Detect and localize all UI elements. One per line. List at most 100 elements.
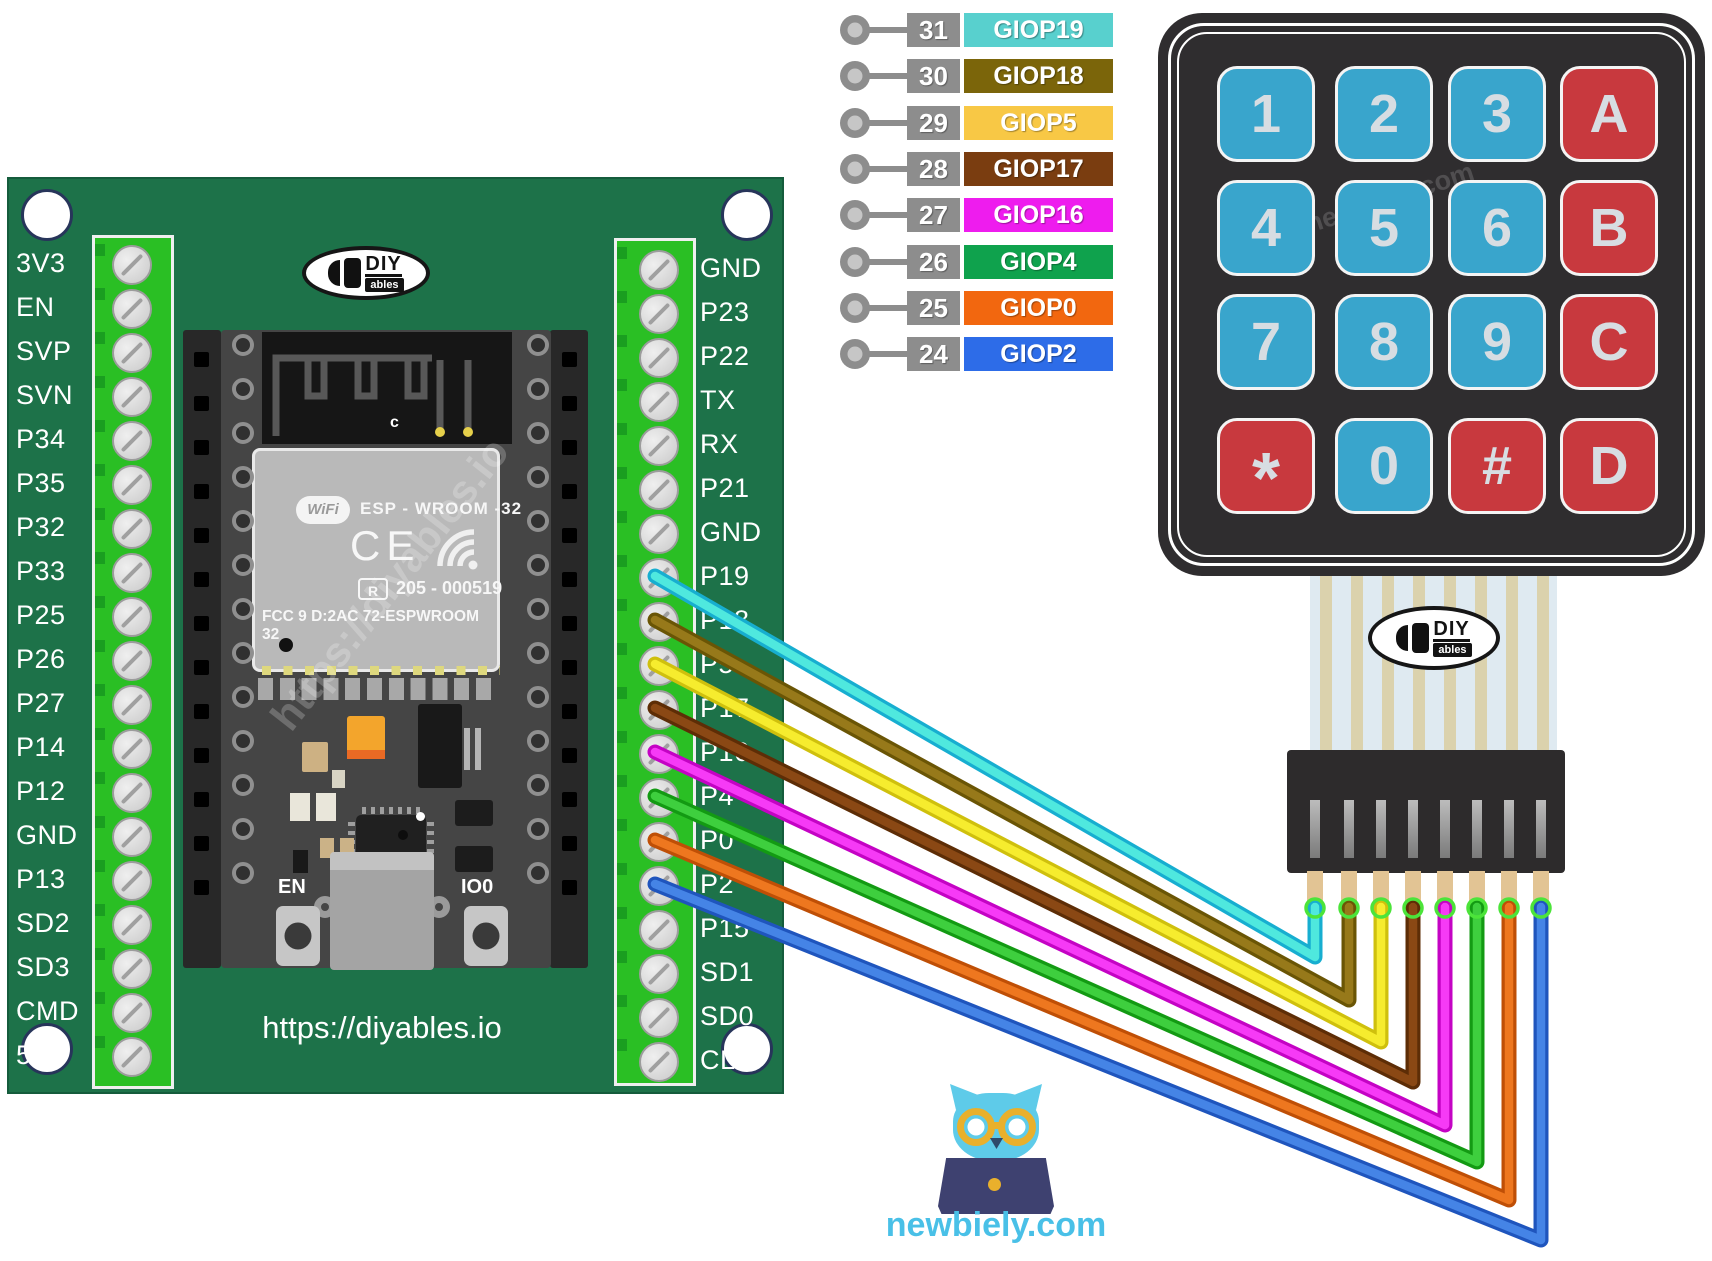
pin-label-left-P26: P26 [16,644,66,674]
keypad-key-A: A [1560,66,1658,162]
logo-glyph [328,260,341,286]
screw-slot [120,385,144,409]
legend-pin-circle-inner [847,68,863,84]
pin-label-left-P33: P33 [16,556,66,586]
wire-P2-outer [647,876,1549,1248]
brand-text: newbiely.com [885,1206,1107,1244]
header-hole [194,704,209,719]
header-hole [562,616,577,631]
screw-slot [120,781,144,805]
screw-slot [647,478,671,502]
ic-dot [416,812,425,821]
keypad-key-4: 4 [1217,180,1315,276]
keypad-key-2: 2 [1335,66,1433,162]
screw-terminal [639,778,679,818]
header-hole [194,880,209,895]
header-hole [194,616,209,631]
pin-label-right-P16: P16 [700,737,750,767]
antenna-label: c [390,414,399,431]
module-pad [527,730,549,752]
screw-terminal [639,998,679,1038]
pin-label-left-5V: 5V [16,1040,51,1070]
pin-label-left-P27: P27 [16,688,66,718]
screw-terminal [639,866,679,906]
pin-label-left-P34: P34 [16,424,66,454]
module-pad [527,862,549,884]
en-button [276,906,320,966]
connector-pin-slot [1440,800,1450,858]
module-pad [527,378,549,400]
pin-label-left-P25: P25 [16,600,66,630]
screw-slot [120,649,144,673]
connector-pin-slot [1472,800,1482,858]
screw-terminal [639,822,679,862]
screw-slot [120,957,144,981]
legend-pin-circle [840,15,870,45]
legend-line [868,166,912,172]
logo-diy-text: DIY [1433,618,1470,642]
header-hole [562,440,577,455]
pin-label-right-P5: P5 [700,649,735,679]
legend-pin-circle-inner [847,346,863,362]
module-pad [232,774,254,796]
module-pad [527,554,549,576]
wire-P2 [650,879,1546,1245]
screw-terminal [112,729,152,769]
header-hole [194,748,209,763]
module-pad [527,818,549,840]
screw-slot [120,869,144,893]
header-hole [562,836,577,851]
module-pad [527,510,549,532]
legend-pin-number: 25 [907,291,960,325]
screw-terminal [639,734,679,774]
screw-terminal [639,294,679,334]
pin-label-right-P22: P22 [700,341,750,371]
board-url: https://diyables.io [262,1010,502,1045]
pin-label-right-TX: TX [700,385,736,415]
shield-dot [279,638,293,652]
screw-slot [647,390,671,414]
pin-label-left-SVP: SVP [16,336,72,366]
module-pad [527,466,549,488]
component-stripes [464,728,486,770]
module-pad [232,466,254,488]
screw-slot [647,302,671,326]
ic-dot [398,830,408,840]
module-pad [232,422,254,444]
connector-pin-leg [1469,871,1485,905]
logo-ables-text: ables [365,278,404,292]
capacitor-stripe [347,750,385,759]
legend-line [868,212,912,218]
screw-terminal [639,558,679,598]
screw-slot [647,918,671,942]
screw-terminal [112,377,152,417]
legend-pin-circle [840,154,870,184]
header-hole [562,748,577,763]
keypad-key-7: 7 [1217,294,1315,390]
module-pad [232,598,254,620]
connector-pin-leg [1405,871,1421,905]
legend-gpio-label: GIOP19 [964,13,1113,47]
module-pad [232,730,254,752]
header-hole [562,352,577,367]
header-hole [194,572,209,587]
module-pad [527,422,549,444]
en-button-label: EN [278,876,306,898]
screw-slot [647,566,671,590]
screw-terminal [112,905,152,945]
screw-slot [120,737,144,761]
screw-terminal [639,338,679,378]
header-hole [194,792,209,807]
keypad-key-#: # [1448,418,1546,514]
module-fcc-text: FCC 9 D:2AC 72-ESPWROOM 32 [262,608,480,643]
keypad-key-9: 9 [1448,294,1546,390]
header-hole [194,528,209,543]
en-button-cap [284,922,312,950]
laptop-dot [988,1178,1001,1191]
pin-label-right-GND: GND [700,517,762,547]
legend-gpio-label: GIOP18 [964,59,1113,93]
keypad-key-B: B [1560,180,1658,276]
legend-gpio-label: GIOP4 [964,245,1113,279]
screw-slot [647,654,671,678]
pin-label-right-GND: GND [700,253,762,283]
